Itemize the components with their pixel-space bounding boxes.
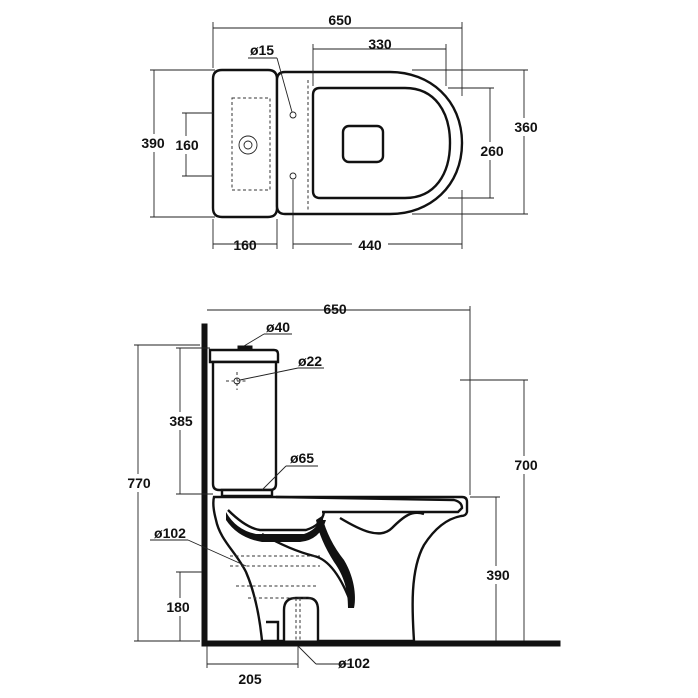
top-view: 650 330 ø15 390 160 (136, 12, 542, 254)
side-outlet-foot (266, 620, 280, 641)
dim-side-total-height: 770 (120, 344, 200, 642)
dim-side-outlet-height: 180 (162, 571, 202, 641)
dim-side-770-label: 770 (127, 475, 151, 491)
dim-top-inlet-height: 160 (170, 112, 213, 177)
side-wall (201, 323, 208, 647)
dim-side-seat-height: 390 (470, 496, 516, 641)
side-cistern-lid (208, 348, 280, 364)
dim-top-seat-width: 330 (312, 36, 447, 86)
top-inlet-hole-outer (238, 135, 258, 155)
side-trap-down (316, 516, 355, 608)
side-drain-hidden (230, 555, 320, 641)
dim-side-outlet-diameter: ø65 (261, 450, 318, 491)
top-bowl-outline (275, 70, 464, 216)
dim-side-390-label: 390 (486, 567, 510, 583)
side-seat-rim (275, 495, 464, 514)
dim-top-tank-width: 160 (212, 219, 278, 253)
dim-top-hole-diameter: ø15 (248, 42, 293, 113)
dim-top-260-label: 260 (480, 143, 504, 159)
dim-side-d102-label: ø102 (154, 525, 186, 541)
top-basin-outlet (341, 124, 385, 164)
side-flush-button (237, 345, 253, 351)
dim-top-160-label: 160 (175, 137, 199, 153)
dim-side-overall-width: 650 (207, 301, 471, 495)
dim-side-d65-label: ø65 (290, 450, 314, 466)
dim-side-wall-to-outlet: 205 (206, 646, 299, 687)
top-hinge-hole-2 (289, 172, 297, 180)
dim-top-bowl-length: 440 (292, 180, 463, 254)
dim-side-180-label: 180 (166, 599, 190, 615)
dim-top-650-label: 650 (328, 12, 352, 28)
dim-side-d102b-label: ø102 (338, 655, 370, 671)
top-cistern-outline (211, 68, 279, 219)
dim-side-d22-label: ø22 (298, 353, 322, 369)
side-cistern-outlet (220, 488, 274, 498)
top-cistern-hidden-line (231, 97, 271, 191)
dim-side-overall-height: 700 (460, 379, 544, 641)
dim-top-160b-label: 160 (233, 237, 257, 253)
top-seat-opening (311, 86, 452, 200)
top-hinge-hole-1 (289, 111, 297, 119)
dim-side-385-label: 385 (169, 413, 193, 429)
dim-side-205-label: 205 (238, 671, 262, 687)
side-trap-fill (226, 512, 326, 542)
dim-top-330-label: 330 (368, 36, 392, 52)
dim-side-tank-height: 385 (162, 347, 213, 495)
dim-top-bowl-depth-outer: 360 (412, 69, 542, 215)
dim-top-360-label: 360 (514, 119, 538, 135)
dim-side-700-label: 700 (514, 457, 538, 473)
dim-top-overall-depth: 390 (136, 69, 215, 218)
dim-side-650-label: 650 (323, 301, 347, 317)
top-inlet-hole-inner (243, 140, 253, 150)
dim-side-flush-diameter: ø40 (243, 319, 292, 347)
dim-top-d15-label: ø15 (250, 42, 274, 58)
dim-top-overall-width: 650 (212, 12, 463, 96)
dim-top-bowl-depth-inner: 260 (448, 87, 508, 199)
side-view: 650 ø40 ø22 385 ø65 (120, 301, 561, 687)
dim-side-d40-label: ø40 (266, 319, 290, 335)
dim-side-drain-floor: ø102 (297, 645, 370, 671)
dim-side-inlet-diameter: ø22 (239, 353, 324, 381)
dim-top-440-label: 440 (358, 237, 382, 253)
dim-side-drain-diameter: ø102 (150, 525, 247, 567)
dim-top-390-label: 390 (141, 135, 165, 151)
